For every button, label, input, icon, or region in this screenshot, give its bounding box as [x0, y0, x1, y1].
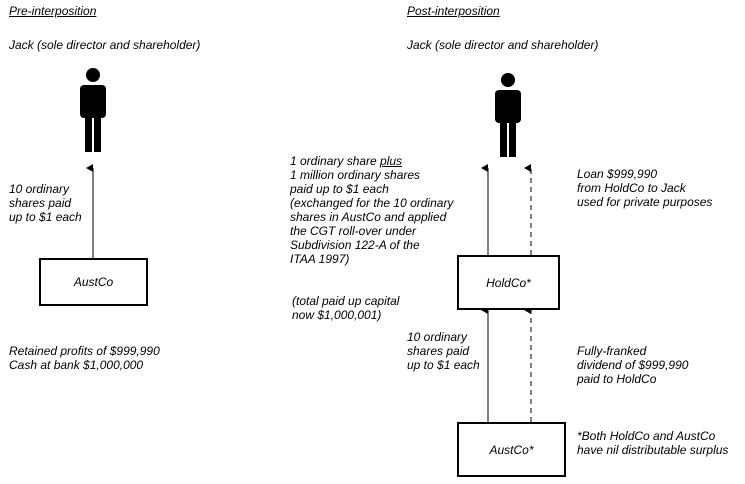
text-line: Cash at bank $1,000,000 — [9, 358, 144, 372]
austco-label-right: AustCo* — [489, 442, 534, 457]
paid-up-capital-note: (total paid up capital now $1,000,001) — [292, 294, 399, 322]
text-line: ITAA 1997) — [290, 252, 350, 266]
text-line: Fully-franked — [577, 344, 647, 358]
text-line: shares paid — [9, 196, 72, 210]
holdco-box: HoldCo* — [457, 255, 560, 310]
text-line: shares paid — [407, 344, 470, 358]
holdco-label: HoldCo* — [486, 275, 531, 290]
text-line: Loan $999,990 — [577, 167, 658, 181]
text-line: (total paid up capital — [292, 294, 400, 308]
left-retained-profits-note: Retained profits of $999,990 Cash at ban… — [9, 344, 160, 372]
text-line: up to $1 each — [9, 210, 82, 224]
austco-shares-text: 10 ordinary shares paid up to $1 each — [407, 330, 480, 372]
text-line: *Both HoldCo and AustCo — [577, 429, 716, 443]
text-line: 1 million ordinary shares — [290, 168, 421, 182]
text-line: paid up to $1 each — [290, 182, 389, 196]
austco-box-right: AustCo* — [457, 422, 566, 477]
austco-box-left: AustCo — [39, 258, 148, 306]
jack-label-right: Jack (sole director and shareholder) — [407, 38, 599, 52]
text-line: now $1,000,001) — [292, 308, 382, 322]
jack-label-left: Jack (sole director and shareholder) — [9, 38, 201, 52]
distributable-surplus-footnote: *Both HoldCo and AustCo have nil distrib… — [577, 429, 728, 457]
text-line: up to $1 each — [407, 358, 480, 372]
person-icon-left — [80, 68, 106, 152]
text-line: 1 ordinary share plus — [290, 154, 453, 168]
text-line: the CGT roll-over under — [290, 224, 417, 238]
text-span: 1 ordinary share — [290, 154, 381, 168]
plus-emphasis: plus — [380, 154, 403, 168]
text-line: used for private purposes — [577, 195, 713, 209]
text-line: Subdivision 122-A of the — [290, 238, 420, 252]
left-shares-text: 10 ordinary shares paid up to $1 each — [9, 182, 82, 224]
dividend-text: Fully-franked dividend of $999,990 paid … — [577, 344, 688, 386]
text-line: 10 ordinary — [407, 330, 468, 344]
text-line: Retained profits of $999,990 — [9, 344, 160, 358]
text-line: have nil distributable surplus — [577, 443, 729, 457]
text-line: 10 ordinary — [9, 182, 70, 196]
post-interposition-heading: Post-interposition — [407, 4, 500, 18]
loan-text: Loan $999,990 from HoldCo to Jack used f… — [577, 167, 712, 209]
pre-interposition-heading: Pre-interposition — [9, 4, 97, 18]
text-line: shares in AustCo and applied — [290, 210, 447, 224]
text-line: from HoldCo to Jack — [577, 181, 686, 195]
austco-label-left: AustCo — [73, 275, 114, 289]
text-line: paid to HoldCo — [577, 372, 657, 386]
text-line: dividend of $999,990 — [577, 358, 689, 372]
holdco-shares-text: 1 ordinary share plus 1 million ordinary… — [290, 154, 453, 266]
person-icon-right — [495, 73, 521, 157]
text-line: (exchanged for the 10 ordinary — [290, 196, 454, 210]
